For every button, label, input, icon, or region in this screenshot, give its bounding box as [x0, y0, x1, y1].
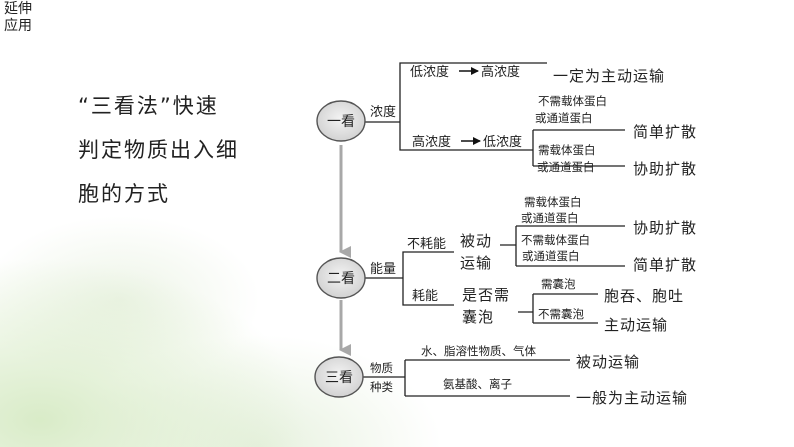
node-look3-label: 三看 — [325, 370, 353, 386]
passive-line1: 被动 — [460, 232, 492, 250]
look2-cond-b-line1: 不需载体蛋白 — [521, 233, 590, 247]
look3-result-a: 被动运输 — [576, 353, 640, 371]
low-to-high-to: 高浓度 — [481, 64, 520, 80]
no-energy-label: 不耗能 — [407, 237, 446, 252]
need-vesicle-label: 需囊泡 — [541, 277, 576, 291]
look2-label: 能量 — [370, 262, 396, 277]
node-look2: 二看 — [316, 257, 366, 299]
node-look1-label: 一看 — [327, 114, 355, 130]
look1-cond-a-line2: 或通道蛋白 — [535, 111, 593, 125]
look2-result-c: 胞吞、胞吐 — [604, 287, 684, 305]
high-to-low-from: 高浓度 — [412, 134, 451, 150]
look2-result-d: 主动运输 — [604, 316, 668, 334]
look2-result-b: 简单扩散 — [633, 256, 697, 274]
look1-cond-b-line2: 或通道蛋白 — [537, 160, 595, 174]
heading-line3: 胞的方式 — [78, 182, 170, 206]
look2-cond-a-line2: 或通道蛋白 — [521, 211, 579, 225]
vesicle-question-line1: 是否需 — [462, 286, 510, 304]
look2-branch: 能量 不耗能 耗能 被动 运输 需载体蛋白 或通道蛋白 协助扩散 不需载体蛋白 … — [364, 195, 697, 334]
look2-cond-a-line1: 需载体蛋白 — [524, 195, 582, 209]
look1-result-a: 简单扩散 — [633, 123, 697, 141]
look3-label-line2: 种类 — [370, 380, 393, 394]
look1-cond-a-line1: 不需载体蛋白 — [538, 94, 607, 108]
node-look1: 一看 — [316, 100, 366, 142]
high-to-low-to: 低浓度 — [483, 134, 522, 150]
section-tag-line2: 应用 — [4, 18, 32, 34]
section-tag: 延伸 应用 — [4, 1, 32, 35]
look3-label-line1: 物质 — [370, 361, 393, 375]
look1-cond-b-line1: 需载体蛋白 — [538, 143, 596, 157]
heading-line2: 判定物质出入细 — [78, 138, 239, 162]
vesicle-question-line2: 囊泡 — [462, 308, 494, 326]
low-to-high-from: 低浓度 — [410, 64, 449, 80]
look3-result-b: 一般为主动运输 — [576, 389, 688, 407]
node-look3: 三看 — [314, 356, 364, 398]
look2-cond-b-line2: 或通道蛋白 — [522, 249, 580, 263]
look1-label: 浓度 — [370, 104, 396, 120]
node-look2-label: 二看 — [327, 271, 355, 287]
look1-result-b: 协助扩散 — [633, 160, 697, 178]
look2-result-a: 协助扩散 — [633, 219, 697, 237]
look3-kind-a: 水、脂溶性物质、气体 — [421, 344, 536, 358]
slide-heading: “三看法”快速 判定物质出入细 胞的方式 — [78, 84, 278, 216]
low-to-high-result: 一定为主动运输 — [553, 67, 665, 85]
look1-branch: 浓度 低浓度 高浓度 一定为主动运输 高浓度 低浓度 不需载体蛋白 或通道蛋白 … — [360, 62, 697, 178]
section-tag-line1: 延伸 — [4, 1, 32, 17]
no-vesicle-label: 不需囊泡 — [538, 307, 584, 321]
energy-label: 耗能 — [412, 289, 438, 304]
look3-kind-b: 氨基酸、离子 — [443, 377, 512, 391]
passive-line2: 运输 — [460, 254, 492, 272]
heading-line1: “三看法”快速 — [78, 94, 219, 118]
look3-branch: 物质 种类 水、脂溶性物质、气体 被动运输 氨基酸、离子 一般为主动运输 — [362, 344, 688, 407]
